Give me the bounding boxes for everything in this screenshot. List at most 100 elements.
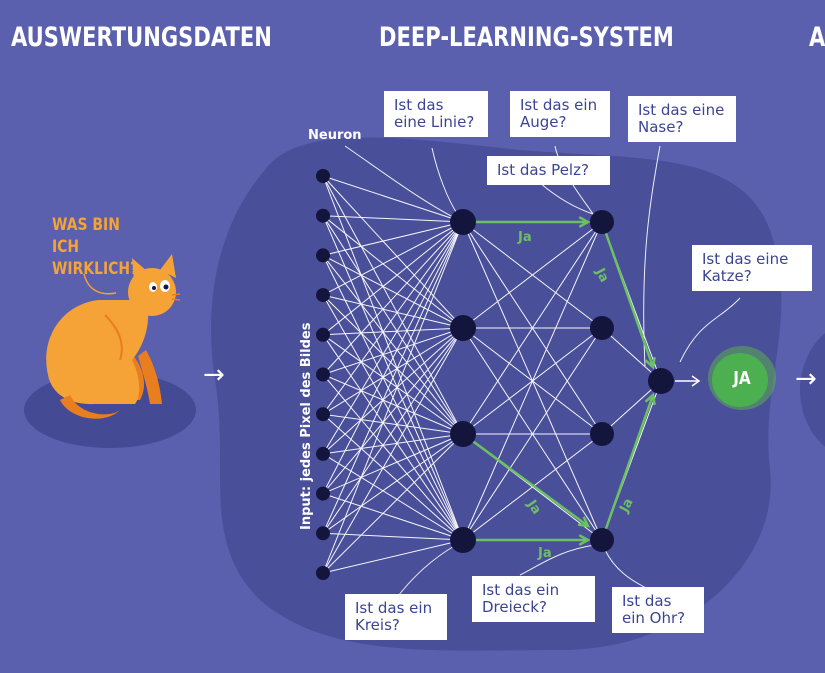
input-edge xyxy=(322,532,464,541)
input-edge xyxy=(322,221,464,534)
hidden-neuron-layer2 xyxy=(590,422,614,446)
input-edge xyxy=(322,327,464,455)
output-edge xyxy=(601,327,662,382)
active-edge-arrowhead xyxy=(644,392,656,406)
active-edge xyxy=(600,221,655,368)
cat-illustration xyxy=(46,254,181,419)
input-edge xyxy=(322,221,464,256)
input-edge xyxy=(322,254,464,329)
input-edge xyxy=(322,221,464,415)
question-dreieck: Ist das ein Dreieck? xyxy=(472,576,595,622)
cat-speech-text: WAS BIN ICH WIRKLICH? xyxy=(52,215,139,279)
output-edge xyxy=(601,380,662,435)
input-neuron xyxy=(316,407,330,422)
hidden-neuron-layer2 xyxy=(590,528,614,552)
input-neuron xyxy=(316,566,330,580)
input-neuron xyxy=(316,248,330,263)
question-linie: Ist das eine Linie? xyxy=(384,91,488,137)
input-edge xyxy=(322,433,464,574)
question-katze: Ist das eine Katze? xyxy=(692,245,812,291)
input-edge xyxy=(322,433,464,495)
input-edge xyxy=(322,413,464,541)
hidden-edges xyxy=(462,221,662,541)
input-edge xyxy=(322,453,464,541)
question-pelz: Ist das Pelz? xyxy=(487,156,610,185)
input-edge xyxy=(322,175,464,329)
output-arrowhead xyxy=(691,375,701,387)
input-edge xyxy=(322,539,464,574)
right-panel-partial xyxy=(800,333,825,447)
input-neuron xyxy=(316,288,330,303)
hidden-neuron-layer2 xyxy=(590,316,614,340)
input-edge xyxy=(322,413,464,435)
input-edge xyxy=(322,215,464,223)
heading-right-partial: A xyxy=(809,22,825,53)
input-edge xyxy=(322,493,464,541)
input-axis-label: Input: jedes Pixel des Bildes xyxy=(299,322,314,531)
input-edge xyxy=(322,327,464,375)
result-label: JA xyxy=(733,368,751,389)
input-neuron xyxy=(316,367,330,382)
arrow-result-to-next: → xyxy=(795,364,817,394)
network-panel xyxy=(211,137,782,651)
neuron-label: Neuron xyxy=(308,128,362,143)
input-edge xyxy=(322,334,464,541)
hidden-neuron-layer1 xyxy=(450,527,476,553)
heading-auswertungsdaten: AUSWERTUNGSDATEN xyxy=(11,22,272,53)
input-edge xyxy=(322,255,464,435)
input-edge xyxy=(322,215,464,435)
input-edge xyxy=(322,175,464,435)
ja-label-top: Ja xyxy=(518,230,532,245)
input-edge xyxy=(322,221,464,375)
active-edge-arrowhead xyxy=(644,356,656,370)
hidden-edge xyxy=(462,221,603,541)
hidden-edge xyxy=(462,433,603,541)
input-edge xyxy=(322,221,464,455)
hidden-edge xyxy=(462,327,603,541)
hidden-edge xyxy=(462,221,603,329)
heading-deep-learning-system: DEEP-LEARNING-SYSTEM xyxy=(379,22,674,53)
ja-label-bottom: Ja xyxy=(538,546,552,561)
input-edge xyxy=(322,294,464,435)
arrow-cat-to-network: → xyxy=(203,360,225,390)
hidden-neuron-layer1 xyxy=(450,421,476,447)
hidden-edge xyxy=(462,221,603,435)
input-neuron xyxy=(316,486,330,501)
input-neuron xyxy=(316,327,330,342)
input-edge xyxy=(322,221,464,336)
input-neuron xyxy=(316,169,330,183)
input-edge xyxy=(322,294,464,541)
question-auge: Ist das ein Auge? xyxy=(510,91,610,137)
speech-pointer xyxy=(83,273,117,295)
input-edge xyxy=(322,327,464,336)
active-edge xyxy=(462,432,589,528)
question-ohr: Ist das ein Ohr? xyxy=(612,587,704,633)
active-edge-arrowhead xyxy=(578,534,591,546)
input-edge xyxy=(322,327,464,415)
hidden-neuron-layer1 xyxy=(450,209,476,235)
active-edge-arrowhead xyxy=(577,516,591,528)
input-edge xyxy=(322,433,464,455)
input-neuron xyxy=(316,446,330,461)
input-edge xyxy=(322,374,464,541)
input-edge xyxy=(322,221,464,494)
input-edge xyxy=(322,433,464,534)
question-nase: Ist das eine Nase? xyxy=(628,96,736,142)
input-edge xyxy=(322,327,464,534)
hidden-neuron-layer1 xyxy=(450,315,476,341)
active-edges xyxy=(462,216,656,546)
input-edge xyxy=(322,221,464,574)
question-kreis: Ist das ein Kreis? xyxy=(345,594,447,640)
input-edge xyxy=(322,327,464,574)
input-edges xyxy=(322,175,464,574)
output-neuron xyxy=(648,368,674,394)
input-edge xyxy=(322,215,464,329)
input-edge xyxy=(322,334,464,435)
input-neuron xyxy=(316,526,330,541)
hidden-neuron-layer2 xyxy=(590,210,614,234)
input-edge xyxy=(322,374,464,435)
input-edge xyxy=(322,327,464,494)
result-blob xyxy=(708,346,776,410)
input-neuron xyxy=(316,208,330,223)
